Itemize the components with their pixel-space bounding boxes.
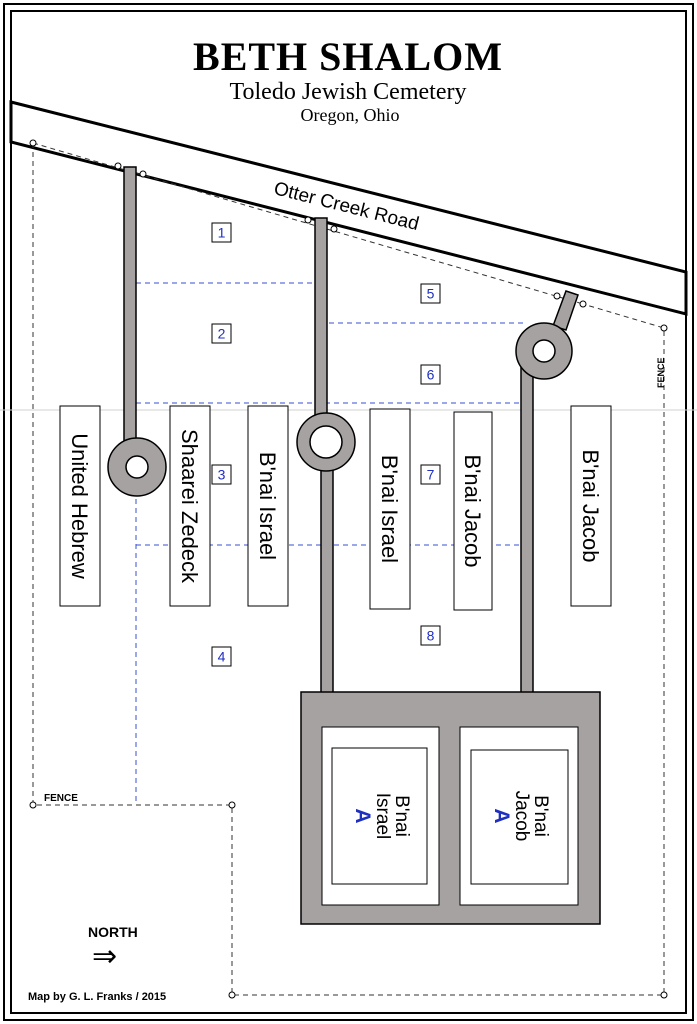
section-number: 7 [427, 467, 435, 483]
mausoleum-building: B'nai Israel A B'nai Jacob A [300, 691, 601, 925]
fence-label-right: FENCE [656, 357, 666, 388]
plot-label: B'nai Israel [255, 452, 280, 560]
plot-label: Shaarei Zedeck [177, 429, 202, 584]
section-number: 2 [218, 326, 226, 342]
section-number: 3 [218, 467, 226, 483]
building-right-line1: B'nai [530, 795, 551, 837]
building-left-line2: Israel [372, 793, 393, 839]
section-number: 8 [427, 628, 435, 644]
plot-united-hebrew: United Hebrew [59, 405, 101, 607]
plot-label: B'nai Jacob [460, 454, 485, 567]
otter-creek-road [9, 100, 688, 316]
inner-frame [10, 10, 687, 1014]
plot-shaarei-zedeck: Shaarei Zedeck [169, 405, 211, 607]
fence-posts [29, 139, 668, 999]
plot-label: United Hebrew [67, 433, 92, 579]
section-number: 6 [427, 367, 435, 383]
section-markers: 1 2 3 4 5 6 7 8 [211, 222, 441, 667]
plot-label: B'nai Israel [377, 455, 402, 563]
outer-frame [3, 3, 694, 1021]
fence-line-road [32, 142, 584, 305]
north-arrow-icon: ⇒ [92, 940, 117, 973]
section-number: 5 [427, 286, 435, 302]
section-number: 4 [218, 649, 226, 665]
plot-bnai-israel-2: B'nai Israel [369, 408, 411, 610]
plot-bnai-jacob-2: B'nai Jacob [570, 405, 612, 607]
plot-bnai-jacob-1: B'nai Jacob [453, 411, 493, 611]
plot-bnai-israel-1: B'nai Israel [247, 405, 289, 607]
map-credit: Map by G. L. Franks / 2015 [28, 991, 166, 1003]
plot-label: B'nai Jacob [578, 449, 603, 562]
fence-label-left: FENCE [44, 793, 78, 804]
map-title: BETH SHALOM [193, 34, 503, 79]
building-right-line2: Jacob [511, 791, 532, 842]
section-number: 1 [218, 225, 226, 241]
turnaround-circles [107, 322, 573, 497]
building-left-line1: B'nai [391, 795, 412, 837]
north-label: NORTH [88, 924, 138, 940]
building-left-letter: A [351, 808, 374, 823]
building-right-letter: A [490, 808, 513, 823]
map-location: Oregon, Ohio [301, 105, 400, 125]
map-subtitle: Toledo Jewish Cemetery [230, 79, 467, 105]
